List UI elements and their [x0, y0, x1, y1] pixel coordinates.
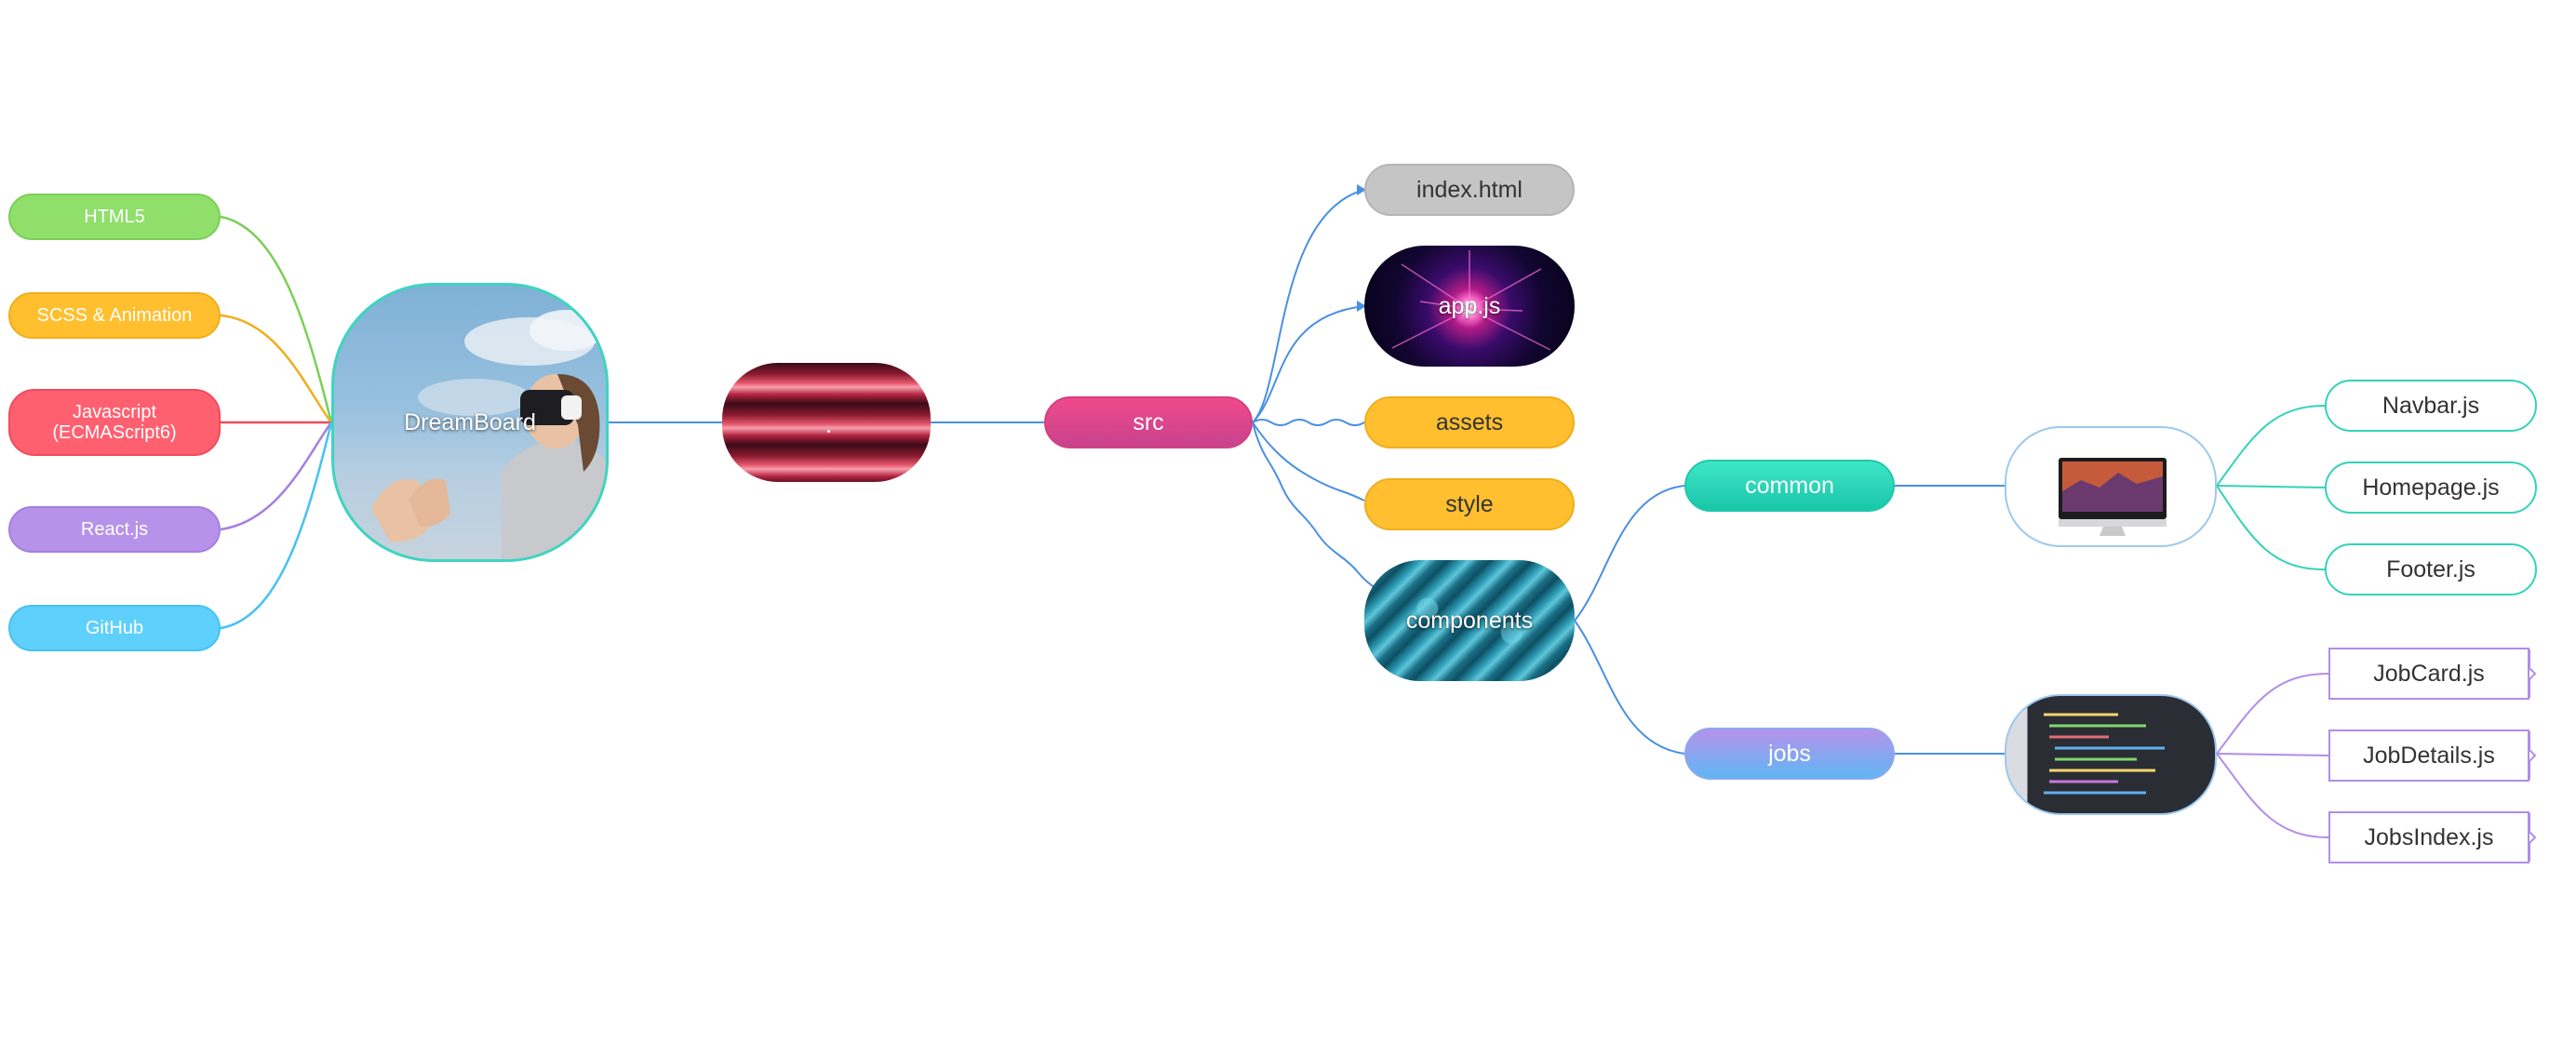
- node-scss-label: SCSS & Animation: [36, 305, 193, 326]
- connector-mac-navbar: [2216, 405, 2326, 487]
- node-jobcard-label: JobCard.js: [2373, 660, 2485, 687]
- node-layers-image[interactable]: [722, 363, 931, 482]
- node-src-label: src: [1133, 408, 1164, 435]
- lego-bricks-photo: [1364, 560, 1575, 681]
- node-jobdetails-js[interactable]: JobDetails.js: [2328, 729, 2529, 782]
- node-footer-js[interactable]: Footer.js: [2325, 543, 2537, 595]
- node-scss-animation[interactable]: SCSS & Animation: [8, 292, 221, 339]
- connector-components-jobs: [1574, 620, 1685, 755]
- node-html5-label: HTML5: [84, 207, 145, 227]
- node-components[interactable]: components: [1364, 560, 1575, 681]
- node-app-js[interactable]: app.js: [1364, 246, 1575, 367]
- connector-src-app: [1252, 305, 1365, 423]
- node-navbar-label: Navbar.js: [2381, 392, 2480, 419]
- node-homepage-label: Homepage.js: [2362, 474, 2500, 501]
- connector-mac-homepage: [2216, 485, 2326, 488]
- node-jobs-label: jobs: [1768, 740, 1811, 767]
- node-index-label: index.html: [1416, 176, 1523, 203]
- connector-src-style: [1252, 421, 1365, 502]
- connector-src-index: [1252, 189, 1365, 423]
- node-dreamboard-label: DreamBoard: [404, 408, 536, 435]
- arrowhead-app: [1357, 301, 1366, 312]
- connector-src-components: [1252, 421, 1382, 593]
- node-dreamboard-root[interactable]: DreamBoard: [331, 283, 609, 562]
- node-footer-label: Footer.js: [2386, 555, 2475, 582]
- connector-code-jobdetails: [2216, 753, 2329, 756]
- connector-components-common: [1574, 485, 1685, 622]
- connector-github: [220, 421, 333, 630]
- node-components-label: components: [1405, 607, 1534, 634]
- connector-code-jobsindex: [2216, 753, 2329, 838]
- node-common-label: common: [1745, 472, 1834, 499]
- desktop-monitor-photo: [2059, 458, 2167, 536]
- node-app-label: app.js: [1438, 292, 1501, 319]
- node-github[interactable]: GitHub: [8, 605, 221, 651]
- node-jobs-image[interactable]: [2005, 694, 2217, 815]
- person-vr-headset-photo: [371, 310, 606, 559]
- stacked-red-layers-photo: [827, 430, 830, 433]
- node-javascript[interactable]: Javascript (ECMAScript6): [8, 389, 221, 456]
- node-common-image[interactable]: [2005, 426, 2217, 547]
- node-jobsindex-js[interactable]: JobsIndex.js: [2328, 811, 2529, 863]
- node-style[interactable]: style: [1364, 478, 1575, 530]
- node-navbar-js[interactable]: Navbar.js: [2325, 380, 2537, 432]
- node-common[interactable]: common: [1684, 460, 1895, 512]
- node-style-label: style: [1445, 490, 1494, 517]
- connector-react: [220, 421, 333, 531]
- connector-code-jobcard: [2216, 673, 2329, 755]
- code-screen-photo: [2044, 713, 2165, 795]
- node-jobcard-js[interactable]: JobCard.js: [2328, 648, 2529, 700]
- node-assets[interactable]: assets: [1364, 396, 1575, 448]
- node-homepage-js[interactable]: Homepage.js: [2325, 462, 2537, 514]
- node-javascript-label: Javascript (ECMAScript6): [52, 402, 177, 443]
- plasma-ball-photo: [1391, 250, 1551, 351]
- node-html5[interactable]: HTML5: [8, 194, 221, 240]
- node-jobdetails-label: JobDetails.js: [2363, 742, 2495, 769]
- node-reactjs[interactable]: React.js: [8, 506, 221, 553]
- node-assets-label: assets: [1435, 408, 1504, 435]
- node-index-html[interactable]: index.html: [1364, 164, 1575, 216]
- arrowhead-index: [1357, 184, 1366, 195]
- connector-mac-footer: [2216, 485, 2326, 570]
- connector-scss: [220, 314, 332, 423]
- node-jobs[interactable]: jobs: [1684, 728, 1895, 780]
- node-jobsindex-label: JobsIndex.js: [2364, 823, 2494, 850]
- node-github-label: GitHub: [85, 618, 144, 638]
- node-react-label: React.js: [80, 519, 149, 540]
- connector-html5: [220, 215, 333, 423]
- node-src[interactable]: src: [1044, 396, 1253, 448]
